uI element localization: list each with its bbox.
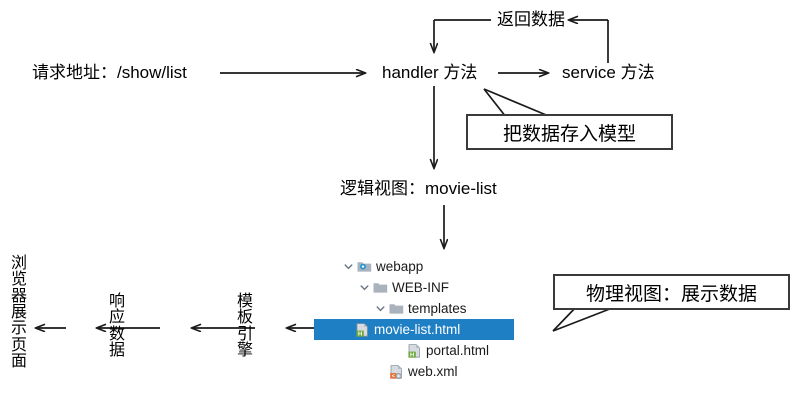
project-file-tree[interactable]: webapp WEB-INF — [314, 256, 540, 382]
tree-row-label: templates — [408, 301, 467, 316]
svg-text:H: H — [410, 353, 414, 359]
tree-row-label: webapp — [376, 259, 424, 274]
tree-spacer — [392, 344, 405, 357]
tree-row-label: web.xml — [408, 364, 458, 379]
node-handler-method: handler 方法 — [382, 63, 478, 82]
svg-text:H: H — [358, 332, 362, 338]
chevron-down-icon[interactable] — [374, 302, 387, 315]
node-service-method: service 方法 — [562, 63, 655, 82]
label-response-data: 响应数据 — [108, 293, 125, 359]
label-return-data: 返回数据 — [497, 10, 565, 29]
folder-icon — [389, 302, 404, 315]
tree-row-label: WEB-INF — [392, 280, 449, 295]
svg-text:<: < — [392, 374, 395, 379]
tree-row-web-inf[interactable]: WEB-INF — [340, 277, 540, 298]
tree-row-label: movie-list.html — [374, 322, 461, 337]
label-browser-render-page: 浏览器展示页面 — [10, 255, 27, 370]
tree-row-templates[interactable]: templates — [340, 298, 540, 319]
chevron-down-icon[interactable] — [342, 260, 355, 273]
callout-store-data-in-model: 把数据存入模型 — [466, 114, 673, 150]
xml-file-icon: < — [389, 365, 404, 379]
html-file-icon: H — [407, 344, 422, 359]
label-template-engine: 模板引擎 — [236, 293, 253, 359]
tree-spacer — [374, 365, 387, 378]
tree-row-portal-html[interactable]: H portal.html — [340, 340, 540, 361]
web-folder-icon — [357, 260, 372, 273]
node-logical-view: 逻辑视图：movie-list — [340, 179, 497, 198]
callout-physical-view: 物理视图：展示数据 — [553, 274, 790, 310]
tree-spacer — [340, 323, 353, 336]
chevron-down-icon[interactable] — [358, 281, 371, 294]
tree-row-webapp[interactable]: webapp — [340, 256, 540, 277]
tree-row-movie-list-html[interactable]: H movie-list.html — [314, 319, 514, 340]
node-request-url: 请求地址：/show/list — [32, 63, 187, 82]
folder-icon — [373, 281, 388, 294]
tree-row-web-xml[interactable]: < web.xml — [340, 361, 540, 382]
html-file-icon: H — [355, 323, 370, 338]
tree-row-label: portal.html — [426, 343, 490, 358]
